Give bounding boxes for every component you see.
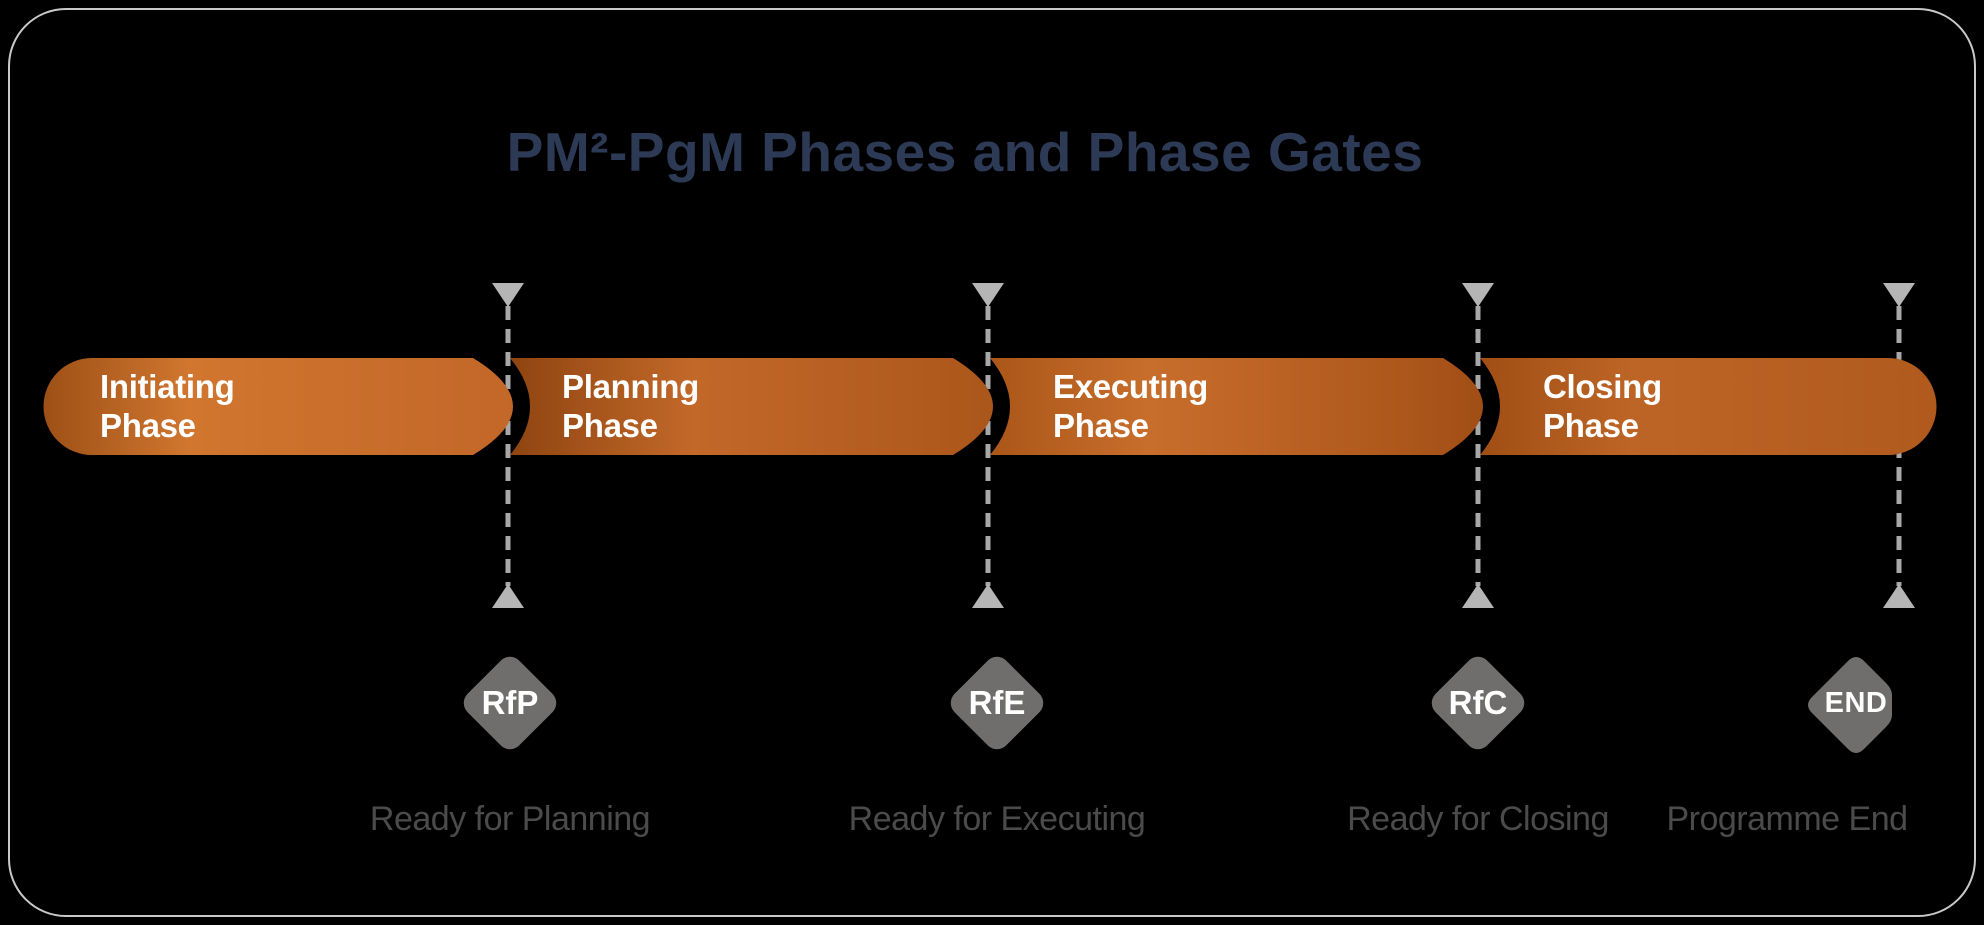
- gate-diamond-rfc: [1431, 656, 1525, 750]
- phase-label-line: Phase: [1053, 406, 1149, 444]
- gate-label-ready-for-closing: Ready for Closing: [1347, 800, 1609, 838]
- phase-shape-executing: [990, 358, 1483, 455]
- phase-label-line: Phase: [100, 406, 196, 444]
- triangle-up-icon: [1462, 584, 1494, 608]
- phase-shape-initiating: [43, 358, 513, 455]
- gate-diamond-end: [1808, 657, 1892, 753]
- triangle-up-icon: [1883, 584, 1915, 608]
- triangle-up-icon: [972, 584, 1004, 608]
- gate-triangle-markers: [492, 283, 1915, 608]
- gate-diamonds: [463, 656, 1892, 753]
- phase-label-planning: Planning Phase: [562, 358, 699, 455]
- gate-abbr-end: END: [1824, 686, 1888, 719]
- triangle-down-icon: [972, 283, 1004, 307]
- phase-label-line: Closing: [1543, 367, 1662, 405]
- phase-label-line: Initiating: [100, 367, 235, 405]
- gate-label-ready-for-planning: Ready for Planning: [369, 800, 651, 838]
- phase-label-line: Phase: [1543, 406, 1639, 444]
- phase-label-initiating: Initiating Phase: [100, 358, 235, 455]
- gate-diamond-rfp: [463, 656, 557, 750]
- phase-label-closing: Closing Phase: [1543, 358, 1662, 455]
- triangle-up-icon: [492, 584, 524, 608]
- phase-label-executing: Executing Phase: [1053, 358, 1208, 455]
- gate-abbr-rfc: RfC: [1448, 684, 1508, 721]
- gate-abbr-rfe: RfE: [968, 684, 1026, 721]
- triangle-down-icon: [1462, 283, 1494, 307]
- phase-shape-planning: [510, 358, 993, 455]
- gate-diamond-rfe: [950, 656, 1044, 750]
- phase-label-line: Executing: [1053, 367, 1209, 405]
- gate-label-programme-end: Programme End: [1666, 800, 1908, 838]
- phase-label-line: Phase: [562, 406, 658, 444]
- triangle-down-icon: [1883, 283, 1915, 307]
- triangle-down-icon: [492, 283, 524, 307]
- diagram-title: PM²-PgM Phases and Phase Gates: [506, 121, 1424, 183]
- phase-label-line: Planning: [562, 367, 699, 405]
- gate-label-ready-for-executing: Ready for Executing: [848, 800, 1146, 838]
- phase-shape-closing: [1480, 358, 1937, 455]
- gate-abbr-rfp: RfP: [481, 684, 539, 721]
